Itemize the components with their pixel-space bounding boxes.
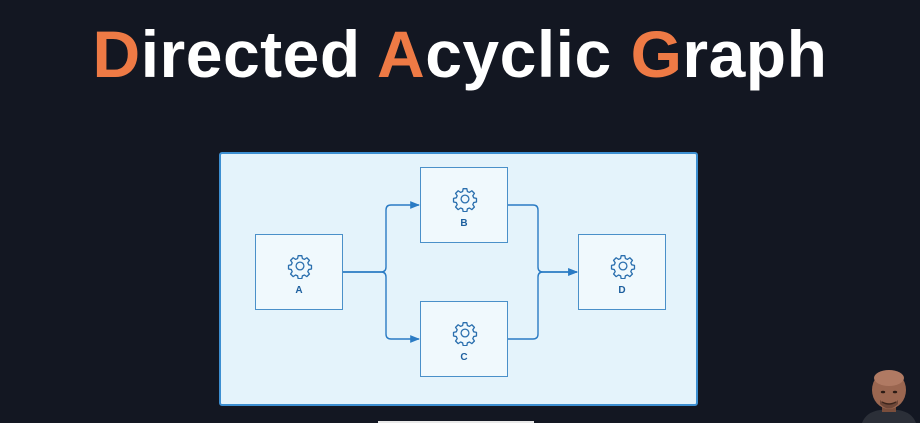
- edge-a-to-b: [343, 201, 420, 273]
- gear-icon: [452, 188, 478, 212]
- slide-title: Directed Acyclic Graph: [0, 14, 920, 94]
- node-c-label: C: [460, 352, 468, 363]
- edge-c-to-d: [508, 268, 578, 340]
- node-b: B: [420, 167, 508, 243]
- title-word-acyclic: cyclic: [425, 17, 612, 91]
- presenter-icon: [858, 368, 920, 423]
- title-letter-a: A: [377, 17, 426, 91]
- title-word-directed: irected: [140, 17, 361, 91]
- gear-icon: [610, 255, 636, 279]
- edge-b-to-d: [508, 204, 578, 276]
- node-c: C: [420, 301, 508, 377]
- presenter-webcam: [858, 368, 920, 423]
- node-a: A: [255, 234, 343, 310]
- node-d-label: D: [618, 285, 626, 296]
- title-letter-g: G: [630, 17, 683, 91]
- gear-icon: [287, 255, 313, 279]
- dag-diagram: A B C D: [219, 152, 698, 406]
- title-letter-d: D: [92, 17, 141, 91]
- title-word-graph: raph: [682, 17, 828, 91]
- bottom-progress-bar: [378, 421, 534, 423]
- gear-icon: [452, 322, 478, 346]
- node-a-label: A: [295, 285, 303, 296]
- edge-a-to-c: [343, 271, 420, 343]
- dag-edges: [343, 201, 578, 343]
- node-d: D: [578, 234, 666, 310]
- node-b-label: B: [460, 218, 468, 229]
